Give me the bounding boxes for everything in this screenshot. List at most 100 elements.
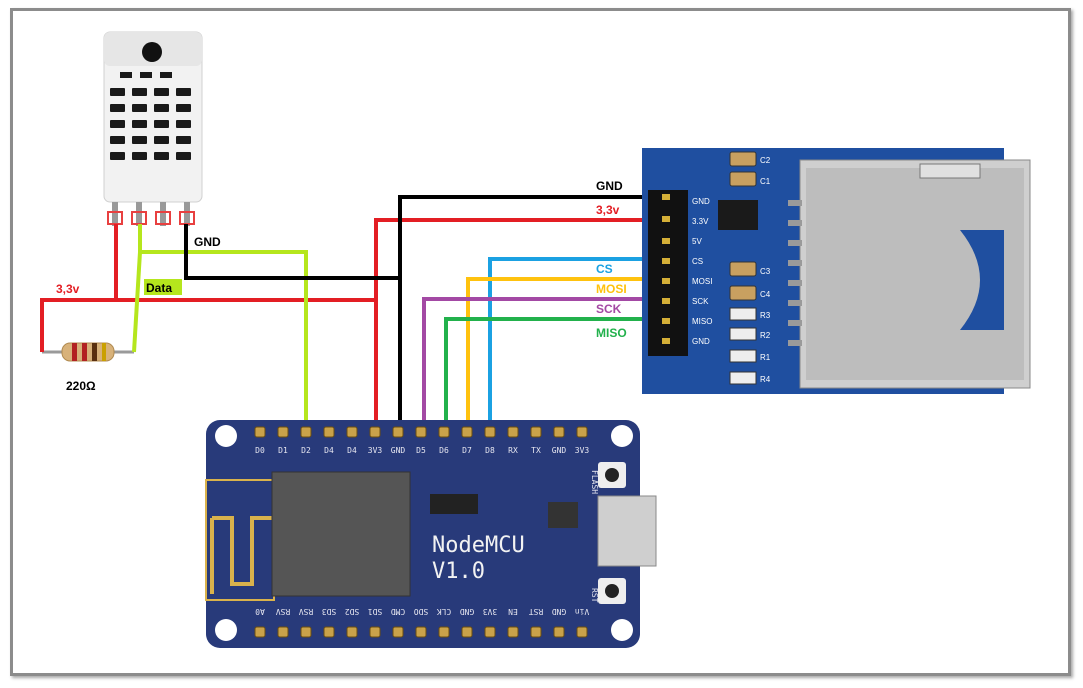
bottom-pin-label: SD1 [368, 607, 383, 616]
top-pin-pad [461, 426, 473, 438]
bottom-pin-label: GND [460, 607, 475, 616]
top-pin-label: TX [531, 446, 541, 455]
top-pin-pad [392, 426, 404, 438]
bottom-pin-pad [438, 626, 450, 638]
top-pin-pad [438, 426, 450, 438]
bottom-pin-label: SD3 [322, 607, 337, 616]
top-pin-pad [300, 426, 312, 438]
sd-comp-r1: R1 [760, 353, 771, 362]
top-pin-label: D6 [439, 446, 449, 455]
bottom-pin-label: A0 [255, 607, 265, 616]
board-title-1: NodeMCU [432, 533, 525, 558]
top-pin-label: D4 [324, 446, 334, 455]
bottom-pin-pad [392, 626, 404, 638]
dht22-sensor [103, 31, 203, 226]
bottom-pin-label: CMD [391, 607, 406, 616]
bottom-pin-pad [576, 626, 588, 638]
label-cs: CS [596, 262, 613, 276]
wire-cs [488, 257, 662, 432]
bottom-pin-label: CLK [437, 607, 452, 616]
bottom-pin-pad [415, 626, 427, 638]
bottom-pin-label: SDO [414, 607, 429, 616]
bottom-pin-label: RSV [276, 607, 291, 616]
top-pin-label: GND [552, 446, 567, 455]
top-pin-label: D2 [301, 446, 311, 455]
bottom-pin-pad [300, 626, 312, 638]
top-pin-label: D5 [416, 446, 426, 455]
bottom-pin-label: 3V3 [483, 607, 498, 616]
top-pin-pad [530, 426, 542, 438]
bottom-pin-pad [346, 626, 358, 638]
label-3v3-left: 3,3v [56, 282, 80, 296]
sd-card-module: GND 3.3V 5V CS MOSI SCK MISO GND C2 C1 C… [642, 148, 1031, 394]
resistor-220 [42, 342, 134, 362]
bottom-pin-pad [254, 626, 266, 638]
sd-comp-c2: C2 [760, 156, 771, 165]
label-sck: SCK [596, 302, 622, 316]
label-gnd-sensor: GND [194, 235, 221, 249]
sd-pin-gnd: GND [692, 197, 710, 206]
top-pin-pad [576, 426, 588, 438]
bottom-pin-pad [369, 626, 381, 638]
wire-gnd-sensor [184, 224, 400, 280]
sd-comp-r2: R2 [760, 331, 771, 340]
bottom-pin-label: EN [508, 607, 518, 616]
label-mosi: MOSI [596, 282, 627, 296]
wire-3v3-board [374, 218, 662, 432]
bottom-pin-pad [461, 626, 473, 638]
sd-comp-c1: C1 [760, 177, 771, 186]
sd-pin-3v3: 3.3V [692, 217, 709, 226]
top-pin-label: D0 [255, 446, 265, 455]
wire-sck [422, 297, 662, 432]
top-pin-label: 3V3 [575, 446, 590, 455]
sd-pin-cs: CS [692, 257, 703, 266]
top-pin-label: GND [391, 446, 406, 455]
top-pin-pad [254, 426, 266, 438]
bottom-pin-pad [323, 626, 335, 638]
sd-pin-mosi: MOSI [692, 277, 712, 286]
board-title-2: V1.0 [432, 559, 485, 584]
sd-comp-c3: C3 [760, 267, 771, 276]
bottom-pin-label: GND [552, 607, 567, 616]
wire-data [138, 224, 308, 432]
wire-data-resistor [132, 251, 142, 353]
top-pin-label: D1 [278, 446, 288, 455]
sd-pin-5v: 5V [692, 237, 702, 246]
top-pin-pad [553, 426, 565, 438]
sd-pin-sck: SCK [692, 297, 709, 306]
bottom-pin-label: Vin [575, 607, 590, 616]
top-pin-label: D8 [485, 446, 495, 455]
top-pin-pad [346, 426, 358, 438]
bottom-pin-pad [484, 626, 496, 638]
label-resistor: 220Ω [66, 379, 96, 393]
top-pin-label: 3V3 [368, 446, 383, 455]
label-3v3-sd: 3,3v [596, 203, 620, 217]
top-pin-label: D4 [347, 446, 357, 455]
bottom-pin-label: RST [529, 607, 544, 616]
top-pin-pad [507, 426, 519, 438]
sd-pin-gnd2: GND [692, 337, 710, 346]
top-pin-pad [277, 426, 289, 438]
top-pin-label: D7 [462, 446, 472, 455]
bottom-pin-pad [277, 626, 289, 638]
wire-3v3-resistor [40, 298, 116, 352]
top-pin-pad [415, 426, 427, 438]
sd-comp-r4: R4 [760, 375, 771, 384]
wire-miso [444, 317, 662, 432]
top-pin-pad [323, 426, 335, 438]
rst-label: RST [590, 588, 599, 603]
nodemcu-board: FLASH RST NodeMCU V1.0 [205, 420, 657, 648]
wire-mosi [466, 277, 662, 432]
wire-gnd-board [398, 195, 662, 432]
bottom-pin-pad [530, 626, 542, 638]
sd-pin-miso: MISO [692, 317, 712, 326]
top-pin-pad [484, 426, 496, 438]
label-gnd-sd: GND [596, 179, 623, 193]
sd-comp-r3: R3 [760, 311, 771, 320]
bottom-pin-pad [507, 626, 519, 638]
sd-comp-c4: C4 [760, 290, 771, 299]
flash-label: FLASH [590, 470, 599, 494]
